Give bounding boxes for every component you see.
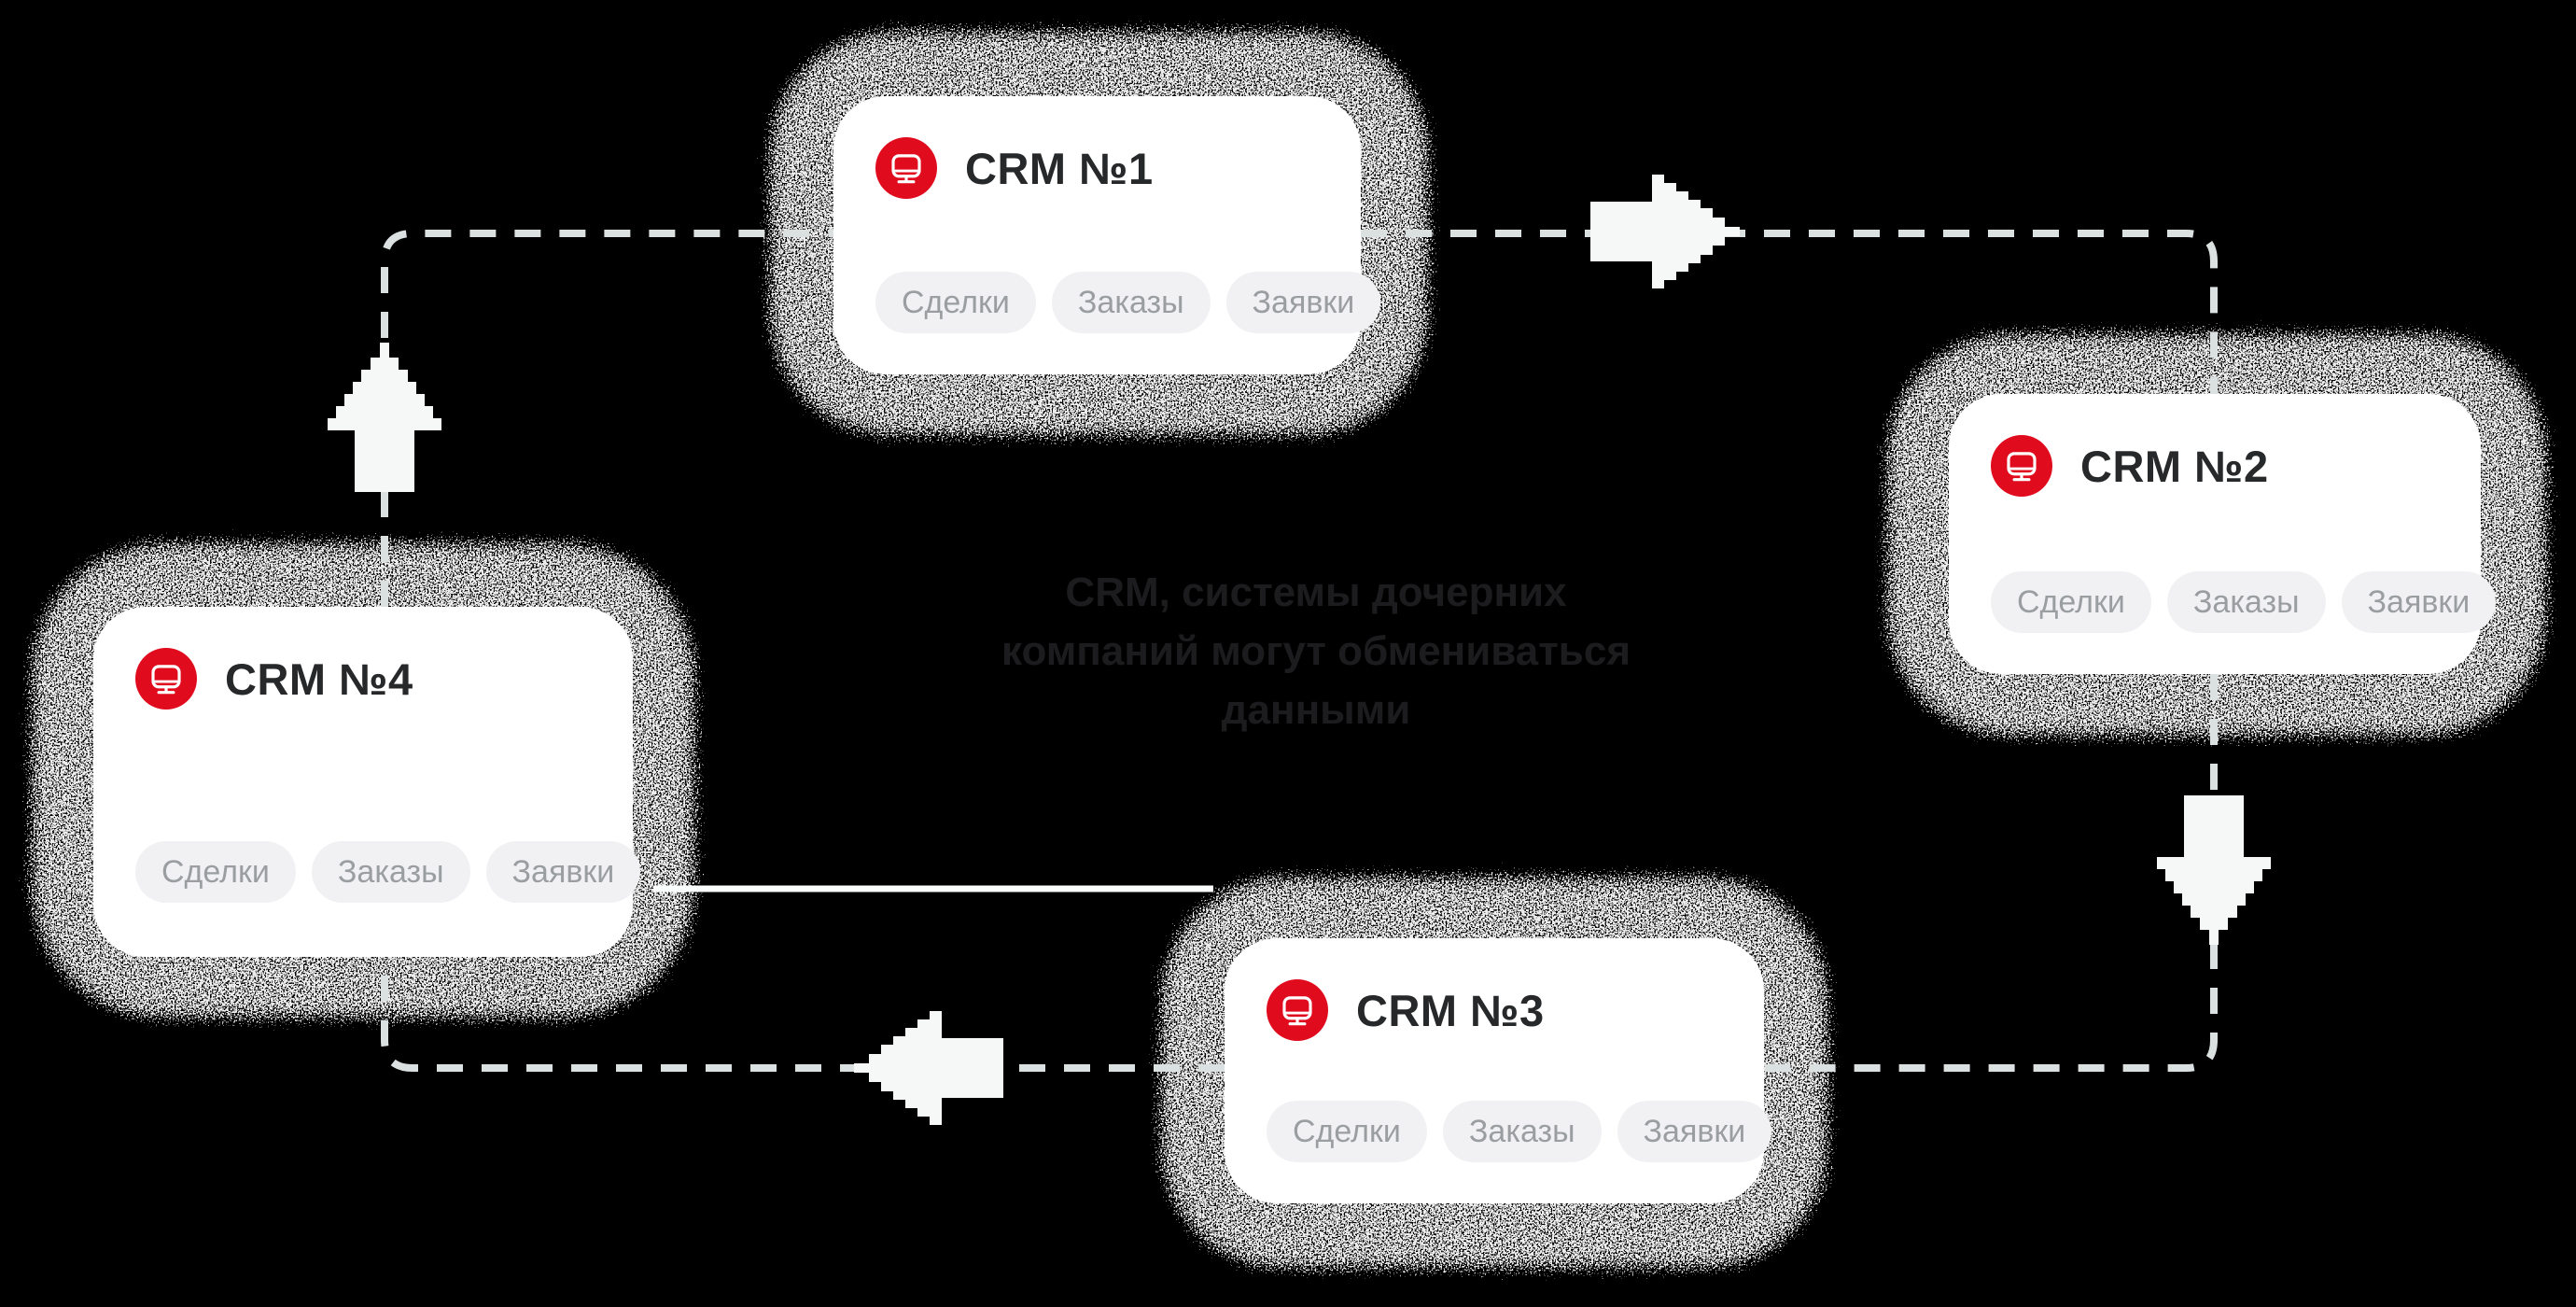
arrow-up-icon	[328, 343, 441, 492]
tag-deals: Сделки	[1267, 1101, 1427, 1162]
arrow-down-icon	[2157, 795, 2271, 945]
tag-row: Сделки Заказы Заявки	[1991, 571, 2497, 633]
tag-orders: Заказы	[1051, 272, 1211, 333]
card-header: CRM №3	[1267, 979, 1722, 1041]
tag-row: Сделки Заказы Заявки	[135, 841, 641, 903]
tag-requests: Заявки	[2341, 571, 2497, 633]
card-header: CRM №1	[875, 137, 1319, 199]
tag-requests: Заявки	[485, 841, 641, 903]
card-header: CRM №2	[1991, 435, 2439, 497]
tag-row: Сделки Заказы Заявки	[875, 272, 1381, 333]
tag-deals: Сделки	[875, 272, 1036, 333]
monitor-icon	[135, 648, 197, 710]
connector-crm4-to-crm1	[381, 230, 833, 607]
tag-orders: Заказы	[2166, 571, 2326, 633]
tag-orders: Заказы	[311, 841, 470, 903]
monitor-icon	[1991, 435, 2052, 497]
tag-row: Сделки Заказы Заявки	[1267, 1101, 1772, 1162]
caption-line: CRM, системы дочерних	[1065, 569, 1567, 615]
tag-requests: Заявки	[1225, 272, 1381, 333]
tag-requests: Заявки	[1617, 1101, 1772, 1162]
monitor-icon	[875, 137, 937, 199]
tag-deals: Сделки	[1991, 571, 2151, 633]
arrow-left-icon	[854, 1011, 1003, 1125]
card-title: CRM №4	[225, 654, 413, 704]
crm-card-3: CRM №3 Сделки Заказы Заявки	[1225, 938, 1772, 1203]
card-title: CRM №2	[2080, 441, 2269, 491]
monitor-icon	[1267, 979, 1328, 1041]
connector-crm1-to-crm2	[1361, 230, 2218, 394]
connector-crm3-to-crm4	[381, 957, 1225, 1072]
card-title: CRM №1	[965, 143, 1154, 193]
crm-card-2: CRM №2 Сделки Заказы Заявки	[1949, 394, 2497, 674]
connector-crm2-to-crm3	[1764, 674, 2218, 1072]
arrow-right-icon	[1590, 175, 1740, 288]
tag-orders: Заказы	[1442, 1101, 1602, 1162]
crm-card-1: CRM №1 Сделки Заказы Заявки	[833, 96, 1381, 374]
crm-card-4: CRM №4 Сделки Заказы Заявки	[93, 607, 641, 957]
card-header: CRM №4	[135, 648, 591, 710]
center-caption: CRM, системы дочерних компаний могут обм…	[943, 563, 1689, 739]
caption-line: компаний могут обмениваться	[1001, 628, 1631, 674]
card-title: CRM №3	[1356, 985, 1545, 1035]
caption-line: данными	[1221, 687, 1411, 733]
tag-deals: Сделки	[135, 841, 296, 903]
